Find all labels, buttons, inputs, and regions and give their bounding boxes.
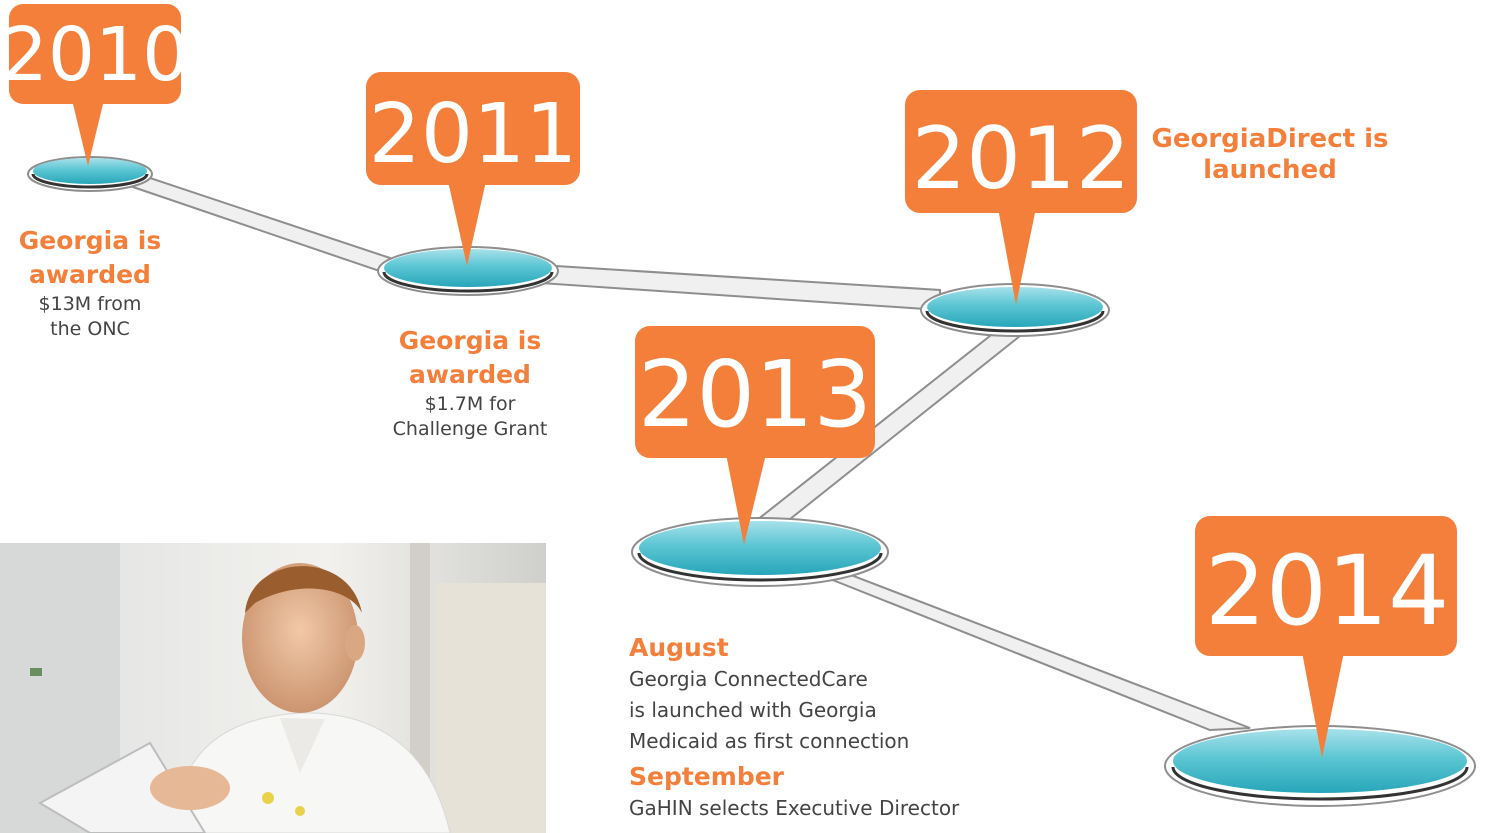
year-2012: 2012 xyxy=(912,109,1131,209)
doctor-photo xyxy=(0,543,546,833)
event-august-line1: Georgia ConnectedCare xyxy=(629,667,868,691)
event-text-august: Georgia ConnectedCare is launched with G… xyxy=(629,664,1049,757)
milestone-2010: Georgia is awarded $13M from the ONC xyxy=(0,224,180,342)
pin-2011: 2011 xyxy=(366,72,580,266)
doctor-photo-illustration xyxy=(0,543,546,833)
pin-2014: 2014 xyxy=(1195,516,1457,758)
milestone-2013-events: August Georgia ConnectedCare is launched… xyxy=(629,632,1049,828)
milestone-2011-line2: Challenge Grant xyxy=(392,418,548,440)
pin-2013: 2013 xyxy=(635,326,875,545)
disc-2010 xyxy=(27,156,153,192)
year-2010: 2010 xyxy=(1,12,189,98)
road-segment-2011-2012 xyxy=(539,263,941,312)
year-2011: 2011 xyxy=(369,87,578,182)
milestone-2010-line2: the ONC xyxy=(50,318,130,340)
disc-2014 xyxy=(1164,725,1476,807)
milestone-2011-line1: $1.7M for xyxy=(424,393,516,415)
milestone-2010-heading: Georgia is awarded xyxy=(18,226,162,289)
disc-2011 xyxy=(377,246,559,296)
milestone-2011: Georgia is awarded $1.7M for Challenge G… xyxy=(360,324,580,442)
event-september-line1: GaHIN selects Executive Director xyxy=(629,796,960,820)
event-month-august: August xyxy=(629,633,729,662)
pin-2012: 2012 xyxy=(905,90,1137,305)
milestone-2012-title: GeorgiaDirect is launched xyxy=(1151,124,1389,185)
milestone-2011-heading: Georgia is awarded xyxy=(398,326,542,389)
milestone-2010-line1: $13M from xyxy=(38,293,142,315)
event-august-line3: Medicaid as first connection xyxy=(629,729,910,753)
disc-2013 xyxy=(631,517,889,587)
pin-2010: 2010 xyxy=(1,4,189,166)
year-2013: 2013 xyxy=(638,341,872,448)
event-month-september: September xyxy=(629,762,784,791)
event-text-september: GaHIN selects Executive Director xyxy=(629,793,1049,824)
year-2014: 2014 xyxy=(1205,535,1449,647)
event-august-line2: is launched with Georgia xyxy=(629,698,877,722)
